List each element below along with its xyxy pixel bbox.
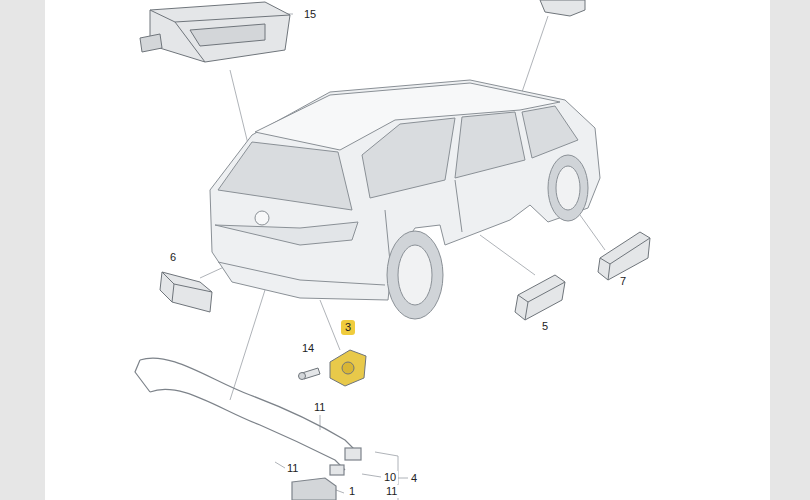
leader-line — [275, 462, 285, 468]
side-window — [362, 118, 455, 198]
leader-lines — [200, 14, 605, 500]
part-3-body — [330, 350, 366, 386]
callout-number: 4 — [409, 472, 419, 485]
callout-number: 1 — [347, 485, 357, 498]
leader-line — [522, 16, 548, 92]
leader-line — [320, 415, 321, 430]
sensor-parts — [160, 232, 650, 320]
part-edge — [518, 282, 565, 320]
wire — [150, 389, 345, 470]
badge — [255, 211, 269, 225]
rim — [398, 245, 432, 305]
wire — [135, 360, 150, 392]
sensor-body — [540, 0, 585, 16]
module-edge — [150, 10, 290, 22]
vehicle-outline — [210, 80, 600, 319]
door-line — [455, 180, 462, 232]
module-tab — [140, 34, 162, 52]
door-line — [385, 210, 390, 262]
module-detail — [190, 24, 265, 46]
side-window — [455, 112, 525, 178]
part-6 — [160, 272, 212, 312]
leader-line — [336, 490, 344, 493]
part-3-boss — [342, 362, 354, 374]
callout-number: 10 — [382, 471, 398, 484]
side-window — [522, 106, 578, 158]
callout-number: 11 — [285, 462, 300, 475]
module-body — [150, 2, 290, 62]
part-3 — [299, 350, 367, 386]
tail-light — [215, 222, 358, 245]
bracket — [398, 478, 408, 479]
leader-line — [580, 215, 605, 250]
rear-window — [218, 142, 352, 210]
wiring-harness — [135, 358, 361, 500]
leader-line — [320, 300, 340, 350]
rear-wheel — [387, 231, 443, 319]
wire-connector — [330, 465, 344, 475]
front-wheel — [548, 155, 588, 221]
part-edge — [600, 238, 650, 280]
part-5 — [515, 275, 565, 320]
leader-line — [230, 290, 265, 400]
callout-number: 14 — [300, 342, 316, 355]
bumper-line — [218, 262, 385, 285]
screw-head — [299, 373, 306, 380]
callout-number: 11 — [384, 485, 399, 498]
leader-line — [362, 474, 381, 477]
part-edge — [162, 272, 212, 302]
callout-number: 11 — [312, 401, 327, 414]
rim — [556, 166, 580, 210]
wire — [140, 358, 360, 455]
callout-number: 5 — [540, 320, 550, 333]
callout-number: 3 — [341, 320, 355, 335]
callout-number: 6 — [168, 251, 178, 264]
leader-line — [480, 235, 535, 275]
sensor-part — [540, 0, 585, 16]
wire-connector — [345, 448, 361, 460]
callout-number: 15 — [302, 8, 318, 21]
callout-number: 7 — [618, 275, 628, 288]
part-7 — [598, 232, 650, 280]
control-module — [140, 2, 290, 62]
part-1 — [292, 478, 336, 500]
